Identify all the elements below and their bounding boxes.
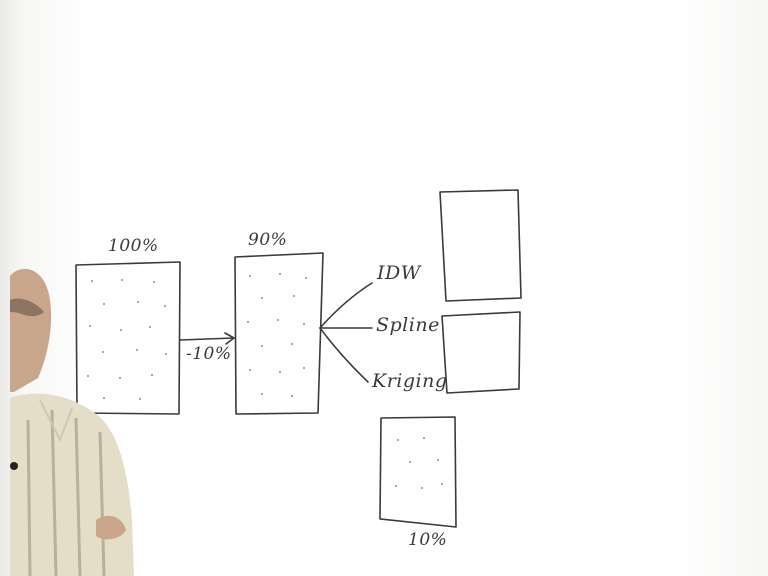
full-dataset-points — [87, 279, 167, 400]
idw-result-box — [439, 189, 522, 302]
idw-method-label: IDW — [377, 262, 421, 284]
spline-result-box — [441, 311, 521, 394]
branch-line-kriging — [319, 327, 369, 383]
training-dataset-box — [234, 252, 324, 415]
branch-line-idw — [319, 282, 373, 329]
test-dataset-box — [379, 416, 457, 528]
kriging-method-label: Kriging — [372, 370, 448, 392]
training-dataset-points — [247, 273, 307, 397]
holdout-step-label: -10% — [186, 344, 232, 364]
arrow-line — [179, 337, 235, 341]
test-dataset-label: 10% — [408, 530, 448, 550]
presenter-figure — [10, 268, 134, 576]
test-dataset-points — [395, 437, 443, 489]
arrow-head-icon — [224, 332, 235, 345]
spline-method-label: Spline — [376, 314, 440, 336]
training-dataset-label: 90% — [248, 230, 288, 250]
full-dataset-box — [75, 261, 181, 415]
full-dataset-label: 100% — [108, 236, 159, 256]
